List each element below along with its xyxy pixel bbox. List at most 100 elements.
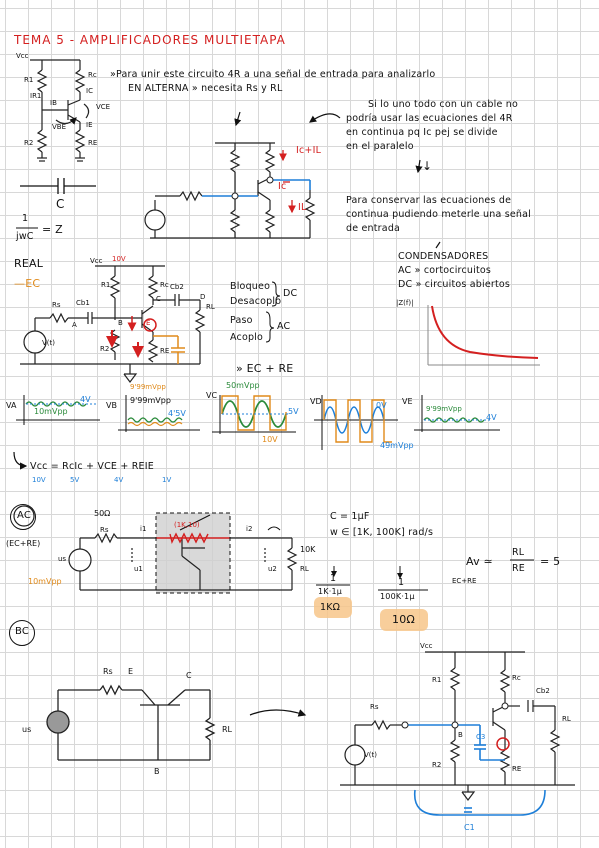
ac-av-den: RE (512, 563, 526, 574)
wave-vd-amp: 49mVpp (380, 441, 414, 450)
lc-ir1: IR1 (30, 92, 42, 100)
kvl-v4: 1V (162, 476, 172, 484)
ac-frac1-res: 1KΩ (320, 602, 341, 613)
ac-u1: u1 (134, 565, 143, 573)
lc-ic: IC (86, 87, 93, 95)
ac-range: (1K,10) (174, 521, 200, 529)
lc-ie: IE (86, 121, 93, 129)
cap-formula-eq: = Z (42, 223, 63, 236)
label-ic: Ic (278, 181, 287, 192)
keep-line-2: continua pudiendo meterle una señal (346, 209, 531, 220)
bcr-rs: Rs (370, 703, 379, 711)
block-acoplo: Acoplo (230, 332, 264, 343)
bcr-vcc: Vcc (420, 642, 433, 650)
real-node-a: A (72, 321, 77, 329)
wave-vb-label: VB (106, 401, 117, 410)
wave-va-dc: 4V (80, 395, 91, 404)
bcr-cb2: Cb2 (536, 687, 550, 695)
bcr-c1: C1 (464, 823, 475, 832)
zf-axis-label: |Z(f)| (396, 299, 414, 307)
zf-graph (427, 305, 540, 366)
capacitor-symbol (20, 178, 96, 194)
highlight-1k (314, 597, 352, 618)
ac-i2: i2 (246, 525, 253, 533)
wave-vd (314, 395, 398, 450)
bcr-vt: V(t) (364, 751, 377, 759)
block-dc: DC (283, 288, 298, 299)
lc-rc: Rc (88, 71, 97, 79)
lc-ib: IB (50, 99, 57, 107)
lc-r2: R2 (24, 139, 34, 147)
transistor-shade (156, 513, 230, 593)
lc-vbe: VBE (52, 123, 67, 131)
ac-i1: i1 (140, 525, 147, 533)
real-ec: —EC (14, 277, 41, 290)
ac-u2: u2 (268, 565, 277, 573)
left-top-circuit (30, 59, 90, 162)
ac-us-amp: 10mVpp (28, 577, 62, 586)
bcr-re: RE (512, 765, 522, 773)
lc-vce: VCE (96, 103, 111, 111)
lc-vcc: Vcc (16, 52, 29, 60)
bc-us: us (22, 725, 32, 734)
note-line-2: podría usar las ecuaciones del 4R (346, 113, 513, 124)
lc-r1: R1 (24, 76, 34, 84)
ac-rs-val: 50Ω (94, 509, 111, 518)
bcr-c3: C3 (476, 733, 486, 741)
block-ec-re: » EC + RE (236, 362, 294, 375)
real-node-d: D (200, 293, 206, 301)
wave-vd-dc: 0V (376, 401, 387, 410)
wave-vc-bottom: 10V (262, 435, 278, 444)
ac-badge-circle (10, 504, 36, 530)
lc-re: RE (88, 139, 98, 147)
real-re: RE (160, 347, 170, 355)
ac-ec-re: (EC+RE) (6, 539, 41, 548)
real-rl: RL (206, 303, 215, 311)
ac-av: Av ≃ (466, 555, 493, 568)
real-cb2: Cb2 (170, 283, 184, 291)
bcr-rl: RL (562, 715, 571, 723)
ac-frac2-den: 100K·1µ (380, 592, 415, 601)
wave-vc-label: VC (206, 391, 218, 400)
bcr-b: B (458, 731, 463, 739)
label-ic-il: Ic+IL (296, 145, 322, 156)
wave-ve (414, 395, 500, 432)
cond-title: CONDENSADORES (398, 251, 489, 262)
wave-vc-dc: 5V (288, 407, 299, 416)
bc-rl: RL (222, 725, 233, 734)
wave-vb (118, 395, 200, 432)
wave-va (16, 395, 100, 425)
bcr-r1: R1 (432, 676, 442, 684)
note-arrow: ↓ (422, 159, 433, 173)
ac-frac2-num: 1 (398, 577, 405, 588)
note-line-1: Si lo uno todo con un cable no (368, 99, 518, 110)
braces (265, 281, 281, 343)
bc-c: C (186, 671, 192, 680)
middle-top-circuit (144, 142, 316, 239)
real-node-e: E (146, 319, 151, 327)
keep-line-3: de entrada (346, 223, 401, 234)
ac-frac1-den: 1K·1µ (318, 587, 343, 596)
ac-circuit (13, 505, 298, 591)
note-line-3: en continua pq Ic pej se divide (346, 127, 498, 138)
ac-w-range: w ∈ [1K, 100K] rad/s (330, 527, 434, 538)
ac-frac1-num: 1 (330, 573, 337, 584)
cond-ac: AC » cortocircuitos (398, 265, 492, 276)
real-r1: R1 (101, 281, 111, 289)
real-vt: V(t) (42, 339, 55, 347)
bc-e: E (128, 667, 134, 676)
ac-rs: Rs (100, 526, 109, 534)
wave-ve-amp: 9'99mVpp (426, 405, 462, 413)
cap-label: C (56, 197, 65, 211)
real-rc: Rc (160, 281, 169, 289)
ac-us: us (58, 555, 67, 563)
ac-frac2-res: 10Ω (392, 613, 416, 626)
kvl-v1: 10V (32, 476, 46, 484)
wave-vb-top: 9'99mVpp (130, 383, 166, 391)
bc-b: B (154, 767, 160, 776)
note-line-4: en el paralelo (346, 141, 414, 152)
bc-right-circuit (340, 651, 575, 801)
cond-dc: DC » circuitos abiertos (398, 279, 511, 290)
real-rs: Rs (52, 301, 61, 309)
